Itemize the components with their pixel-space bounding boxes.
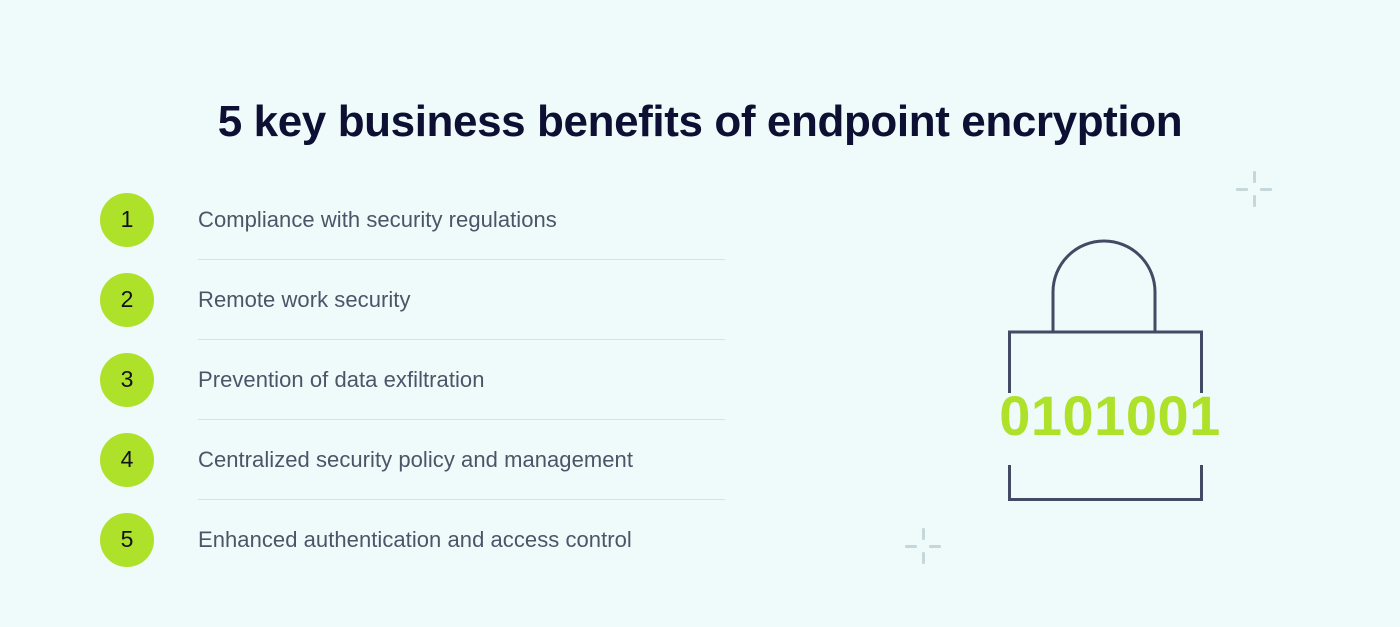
benefit-label: Centralized security policy and manageme… xyxy=(198,446,633,472)
list-divider xyxy=(198,499,725,500)
benefit-number-badge: 1 xyxy=(100,192,154,247)
list-item: 5 Enhanced authentication and access con… xyxy=(100,500,730,580)
benefit-number-badge: 4 xyxy=(100,432,154,487)
list-item: 2 Remote work security xyxy=(100,260,730,340)
sparkle-arm-left xyxy=(1236,188,1248,191)
padlock-icon xyxy=(1008,239,1203,501)
benefit-number-badge: 5 xyxy=(100,512,154,567)
sparkle-arm-right xyxy=(929,545,941,548)
sparkle-icon xyxy=(1234,169,1274,209)
benefit-number-badge: 2 xyxy=(100,272,154,327)
sparkle-arm-top xyxy=(922,528,925,540)
list-item: 3 Prevention of data exfiltration xyxy=(100,340,730,420)
benefit-label: Compliance with security regulations xyxy=(198,206,557,232)
page-title: 5 key business benefits of endpoint encr… xyxy=(217,97,1183,147)
sparkle-arm-right xyxy=(1260,188,1272,191)
benefit-label: Remote work security xyxy=(198,286,411,312)
padlock-illustration: 0101001 xyxy=(975,215,1245,525)
benefit-content: 3 Prevention of data exfiltration xyxy=(100,340,730,419)
benefits-list: 1 Compliance with security regulations 2… xyxy=(100,180,730,580)
benefit-content: 4 Centralized security policy and manage… xyxy=(100,420,730,499)
benefit-label: Enhanced authentication and access contr… xyxy=(198,526,632,552)
sparkle-arm-left xyxy=(905,545,917,548)
benefit-number-badge: 3 xyxy=(100,352,154,407)
list-divider xyxy=(198,259,725,260)
list-item: 1 Compliance with security regulations xyxy=(100,180,730,260)
sparkle-icon xyxy=(903,526,943,566)
list-item: 4 Centralized security policy and manage… xyxy=(100,420,730,500)
list-divider xyxy=(198,419,725,420)
list-divider xyxy=(198,339,725,340)
benefit-label: Prevention of data exfiltration xyxy=(198,366,485,392)
benefit-content: 2 Remote work security xyxy=(100,260,730,339)
benefit-content: 1 Compliance with security regulations xyxy=(100,180,730,259)
benefit-content: 5 Enhanced authentication and access con… xyxy=(100,500,730,579)
sparkle-arm-top xyxy=(1253,171,1256,183)
binary-code-text: 0101001 xyxy=(999,384,1221,447)
sparkle-arm-bottom xyxy=(922,552,925,564)
sparkle-arm-bottom xyxy=(1253,195,1256,207)
